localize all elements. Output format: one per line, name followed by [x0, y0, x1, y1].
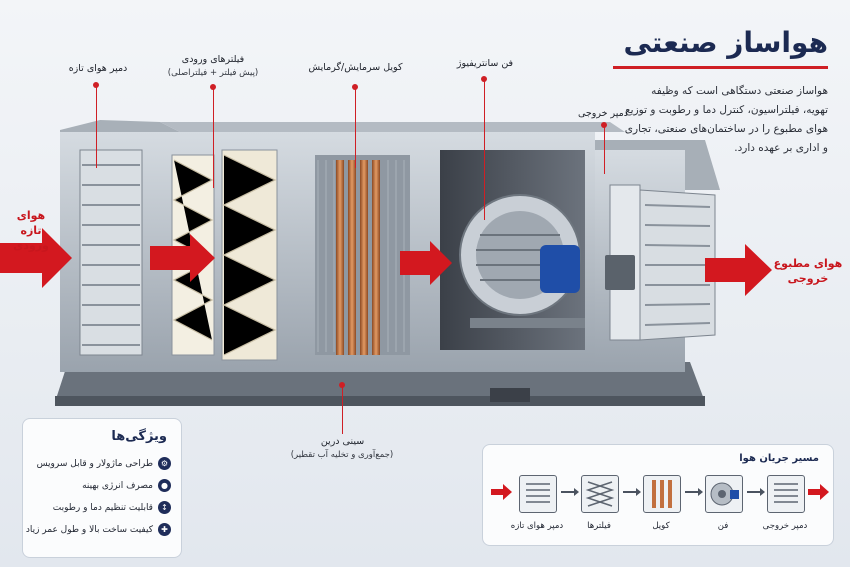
label-fresh-damper: دمپر هوای تازه	[68, 63, 128, 74]
leader-dot	[339, 382, 345, 388]
flow-arrow	[685, 488, 703, 496]
exhaust-damper-section	[595, 150, 716, 372]
shield-icon: ✚	[158, 523, 171, 536]
air-out-line1: هوای مطبوع	[773, 257, 843, 270]
flow-arrow	[623, 488, 641, 496]
drop-icon: ●	[158, 479, 171, 492]
air-in-line1: هوای تازه	[16, 209, 46, 237]
leader-drain	[342, 386, 343, 434]
feature-label: مصرف انرژی بهینه	[82, 480, 153, 491]
label-filters: فیلترهای ورودی	[181, 54, 245, 65]
step-label: فن	[717, 521, 729, 531]
feature-label: طراحی ماژولار و قابل سرویس	[36, 458, 153, 469]
air-out-line2: خروجی	[787, 272, 829, 285]
step-filters-icon	[581, 475, 619, 513]
leader-filters	[213, 88, 214, 188]
feature-item: ● مصرف انرژی بهینه	[82, 479, 171, 492]
arrow-in-icon	[491, 484, 512, 500]
label-fan: فن سانتریفیوژ	[456, 58, 514, 69]
flow-arrow	[747, 488, 765, 496]
leader-dot	[481, 76, 487, 82]
label-drain: سینی درین	[320, 436, 365, 447]
drain-pipe	[490, 388, 530, 402]
label-coil: کویل سرمایش/گرمایش	[308, 62, 403, 73]
description-text: هواساز صنعتی دستگاهی است که وظیفه تهویه،…	[624, 85, 828, 154]
step-label: دمپر خروجی	[762, 521, 808, 531]
features-title: ویژگی‌ها	[111, 429, 167, 444]
leader-fan	[484, 80, 485, 220]
label-filters-sub: (پیش فیلتر + فیلتراصلی)	[167, 68, 259, 78]
airflow-path-title: مسیر جریان هوا	[739, 453, 819, 464]
leader-dot	[601, 122, 607, 128]
feature-label: قابلیت تنظیم دما و رطوبت	[52, 502, 153, 513]
leader-dot	[352, 84, 358, 90]
leader-dot	[93, 82, 99, 88]
title-underline	[613, 66, 828, 69]
step-label: کویل	[652, 521, 670, 531]
flow-arrow	[561, 488, 579, 496]
label-drain-sub: (جمع‌آوری و تخلیه آب تقطیر)	[290, 450, 394, 460]
step-label: دمپر هوای تازه	[510, 521, 564, 531]
feature-item: ✚ کیفیت ساخت بالا و طول عمر زیاد	[26, 523, 171, 536]
features-panel: ویژگی‌ها ⚙ طراحی ماژولار و قابل سرویس ● …	[22, 418, 182, 558]
airflow-path-panel: مسیر جریان هوا دمپر هوای تازه فیلترها کو…	[482, 444, 834, 546]
step-coil-icon	[643, 475, 681, 513]
step-fan-icon	[705, 475, 743, 513]
leader-dot	[210, 84, 216, 90]
leader-fresh-damper	[96, 86, 97, 168]
fresh-damper-section	[60, 132, 160, 372]
air-in-line2: ورودی	[13, 239, 49, 252]
leader-exhaust-damper	[604, 126, 605, 174]
step-exhaust-damper-icon	[767, 475, 805, 513]
feature-label: کیفیت ساخت بالا و طول عمر زیاد	[25, 524, 153, 535]
air-out-label: هوای مطبوع خروجی	[772, 256, 844, 286]
arrow-out-icon	[808, 484, 829, 500]
feature-item: ⚙ طراحی ماژولار و قابل سرویس	[37, 457, 171, 470]
gear-icon: ⚙	[158, 457, 171, 470]
step-label: فیلترها	[587, 521, 611, 531]
fan-section	[425, 132, 595, 372]
page-title: هواساز صنعتی	[623, 26, 828, 59]
feature-item: ↕ قابلیت تنظیم دما و رطوبت	[53, 501, 171, 514]
label-exhaust-damper: دمپر خروجی	[578, 108, 628, 119]
air-in-label: هوای تازه ورودی	[6, 208, 56, 253]
leader-coil	[355, 88, 356, 168]
thermometer-icon: ↕	[158, 501, 171, 514]
airflow-arrows	[0, 228, 772, 296]
step-fresh-damper-icon	[519, 475, 557, 513]
